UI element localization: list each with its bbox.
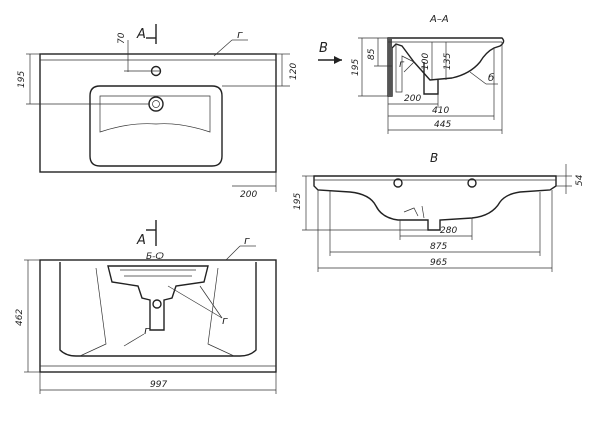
top-view-dim-70: 70 (117, 32, 127, 44)
bottom-view-section-marker: A (136, 233, 146, 248)
section-view-dim-200: 200 (404, 94, 421, 104)
front-view-tap-hole-left (393, 178, 403, 188)
top-view: A 70 г 195 120 200 (17, 24, 299, 200)
section-view-dim-135: 135 (443, 53, 453, 70)
bottom-view-label-bv: Б-Ѻ (146, 252, 164, 262)
top-view-outline (39, 53, 277, 173)
front-view-title: B (430, 151, 438, 165)
section-view-dim-100: 100 (421, 53, 431, 70)
top-view-dim-200: 200 (240, 190, 257, 200)
bottom-view-drain (152, 299, 162, 309)
bottom-view-callout-g1-leader (225, 245, 241, 261)
bottom-view-outline (39, 259, 277, 373)
section-view: A–A B 195 85 100 135 г б 200 (318, 14, 505, 134)
bottom-view-dim-997: 997 (150, 380, 167, 390)
section-view-dim-445: 445 (434, 120, 451, 130)
front-view-dim-54: 54 (575, 174, 585, 186)
front-view-dim-875: 875 (430, 242, 447, 252)
front-view-dim-195: 195 (293, 193, 303, 210)
top-view-drain-inner (152, 100, 160, 108)
front-view: B 195 54 280 875 965 (293, 151, 585, 272)
front-view-tap-hole-right (467, 178, 477, 188)
front-view-dim-280: 280 (440, 226, 457, 236)
section-view-title: A–A (429, 14, 449, 25)
front-view-profile (313, 175, 557, 231)
top-view-drain (148, 96, 164, 112)
bottom-view-slots (120, 269, 196, 277)
bottom-view-callout-g3-leader (123, 333, 145, 347)
front-view-drain-detail (403, 205, 425, 219)
bottom-view: A Б-Ѻ г г г 462 997 (15, 220, 277, 394)
top-view-dim-120: 120 (289, 63, 299, 80)
section-view-callout-g-leader (403, 61, 415, 73)
bottom-view-right-leg (207, 267, 235, 357)
top-view-bowl (89, 85, 223, 167)
top-view-section-marker: A (136, 27, 146, 42)
section-view-wall-hatch (388, 38, 392, 96)
bottom-view-callout-g2-leader1 (167, 285, 223, 319)
section-view-callout-b: б (488, 72, 494, 84)
section-view-dim-410: 410 (432, 106, 449, 116)
bottom-view-dim-462: 462 (15, 309, 25, 326)
top-view-callout-g: г (237, 28, 243, 41)
top-view-bowl-inner (99, 95, 211, 133)
section-view-callout-b-leader (469, 71, 487, 85)
section-view-arrow-label: B (319, 41, 328, 56)
front-view-dim-965: 965 (430, 258, 447, 268)
bottom-view-bracket (107, 265, 209, 331)
section-view-dim-85: 85 (367, 48, 377, 60)
section-view-arrow-head (334, 56, 342, 64)
bottom-view-underside (59, 262, 257, 357)
top-view-dim-195: 195 (17, 71, 27, 88)
section-view-inner-profile (395, 44, 415, 93)
bottom-view-callout-g2: г (222, 314, 228, 327)
top-view-callout-g-leader (213, 39, 233, 57)
section-view-drain-pipe (423, 62, 439, 95)
bottom-view-callout-g3: г (144, 324, 150, 337)
bottom-view-callout-g2-leader2 (199, 285, 223, 319)
bottom-view-callout-g1: г (244, 234, 250, 247)
section-view-dim-195: 195 (351, 59, 361, 76)
bottom-view-left-leg (79, 267, 107, 357)
section-view-callout-g: г (399, 59, 405, 70)
